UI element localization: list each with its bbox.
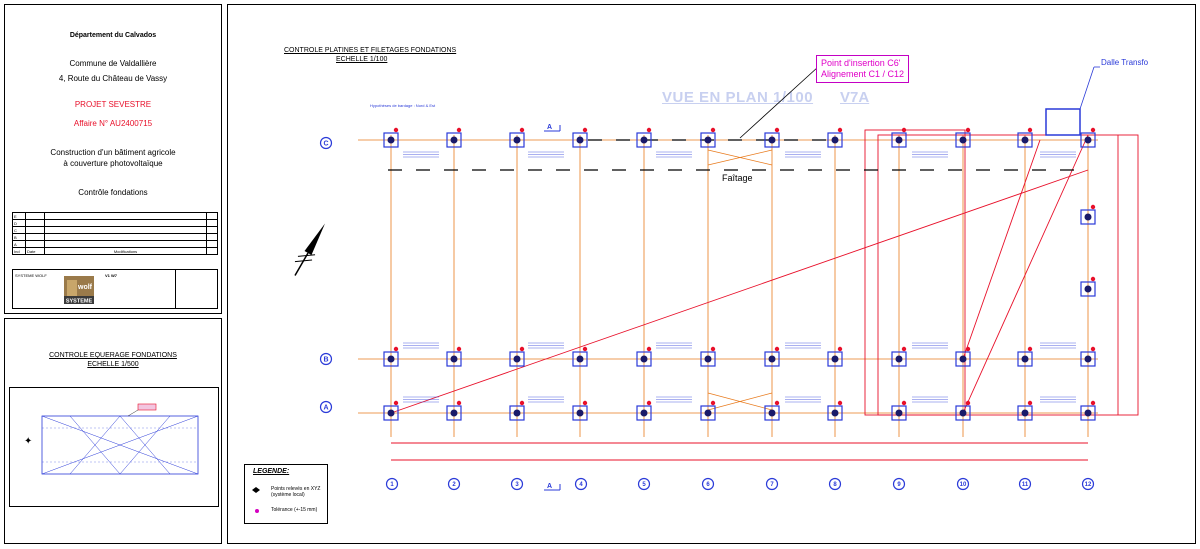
divider — [175, 270, 176, 308]
company-logo: wolf SYSTEME — [61, 272, 97, 306]
svg-text:2: 2 — [452, 482, 456, 488]
svg-text:wolf: wolf — [77, 284, 93, 291]
table-row: D — [12, 219, 218, 227]
svg-text:10: 10 — [960, 482, 967, 488]
svg-text:1: 1 — [390, 482, 394, 488]
svg-text:A: A — [547, 124, 552, 131]
table-row: B — [12, 233, 218, 241]
svg-text:4: 4 — [579, 482, 583, 488]
table-row: E — [12, 212, 218, 220]
svg-text:A: A — [323, 405, 328, 412]
north-arrow-icon — [294, 223, 325, 276]
legend-title: LEGENDE: — [253, 468, 290, 475]
equerage-title: CONTROLE EQUERAGE FONDATIONS — [49, 352, 177, 359]
svg-text:11: 11 — [1022, 482, 1029, 488]
svg-text:3: 3 — [515, 482, 519, 488]
insertion-callout: Point d'insertion C6' Alignement C1 / C1… — [816, 55, 910, 83]
document-title: Contrôle fondations — [78, 188, 148, 197]
footings-row-a — [383, 400, 1096, 421]
svg-text:B: B — [323, 357, 328, 364]
dalle-label: Dalle Transfo — [1101, 58, 1149, 67]
commune: Commune de Valdallière — [69, 59, 157, 68]
equerage-scale: ECHELLE 1/500 — [87, 361, 139, 368]
main-scale: ECHELLE 1/100 — [336, 56, 388, 63]
equerage-panel: CONTROLE EQUERAGE FONDATIONS ECHELLE 1/5… — [4, 318, 222, 544]
svg-text:C: C — [323, 141, 328, 148]
point-marker-icon — [252, 487, 260, 493]
department: Département du Calvados — [69, 32, 157, 39]
company-block: SYSTEME WOLF wolf SYSTEME V1 W7 — [12, 269, 218, 309]
legend-item-tolerance: Tolérance (+-15 mm) — [271, 507, 318, 513]
faitage-label: Faîtage — [722, 173, 753, 183]
description-line1: Construction d'un bâtiment agricole — [50, 148, 176, 157]
svg-text:7: 7 — [770, 482, 774, 488]
svg-text:12: 12 — [1085, 482, 1092, 488]
table-row: A — [12, 240, 218, 248]
legend-item-points: Points relevés en XYZ (système local) — [271, 486, 321, 498]
main-drawing: CONTROLE PLATINES ET FILETAGES FONDATION… — [227, 4, 1196, 544]
svg-text:9: 9 — [897, 482, 901, 488]
table-row: C — [12, 226, 218, 234]
address: 4, Route du Château de Vassy — [58, 74, 168, 83]
hypothesis-note: Hypothèses de bardage : Nord & Est — [370, 103, 436, 108]
plan-label: VUE EN PLAN 1/100 — [662, 89, 814, 106]
svg-text:✦: ✦ — [24, 436, 32, 447]
affaire-number: Affaire N° AU2400715 — [73, 119, 153, 128]
company-name: SYSTEME WOLF — [15, 273, 47, 278]
svg-text:A: A — [547, 483, 552, 490]
plan-drawing: C B A 1 2 3 4 5 6 7 8 9 10 11 12 A — [294, 66, 1139, 491]
stamp: V1 W7 — [105, 273, 118, 278]
description-line2: à couverture photovoltaïque — [63, 159, 163, 168]
project-name: PROJET SEVESTRE — [74, 100, 152, 109]
legend: LEGENDE: Points relevés en XYZ (système … — [244, 464, 328, 524]
plan-code: V7A — [840, 89, 870, 106]
svg-text:5: 5 — [642, 482, 646, 488]
footings-row-c — [383, 127, 1096, 148]
equerage-plan: ✦ — [9, 387, 219, 507]
main-title: CONTROLE PLATINES ET FILETAGES FONDATION… — [284, 47, 457, 54]
svg-text:6: 6 — [706, 482, 710, 488]
svg-text:8: 8 — [833, 482, 837, 488]
title-block: Département du Calvados Commune de Valda… — [4, 4, 222, 314]
svg-text:SYSTEME: SYSTEME — [66, 299, 93, 305]
tolerance-dot-icon — [255, 509, 259, 513]
